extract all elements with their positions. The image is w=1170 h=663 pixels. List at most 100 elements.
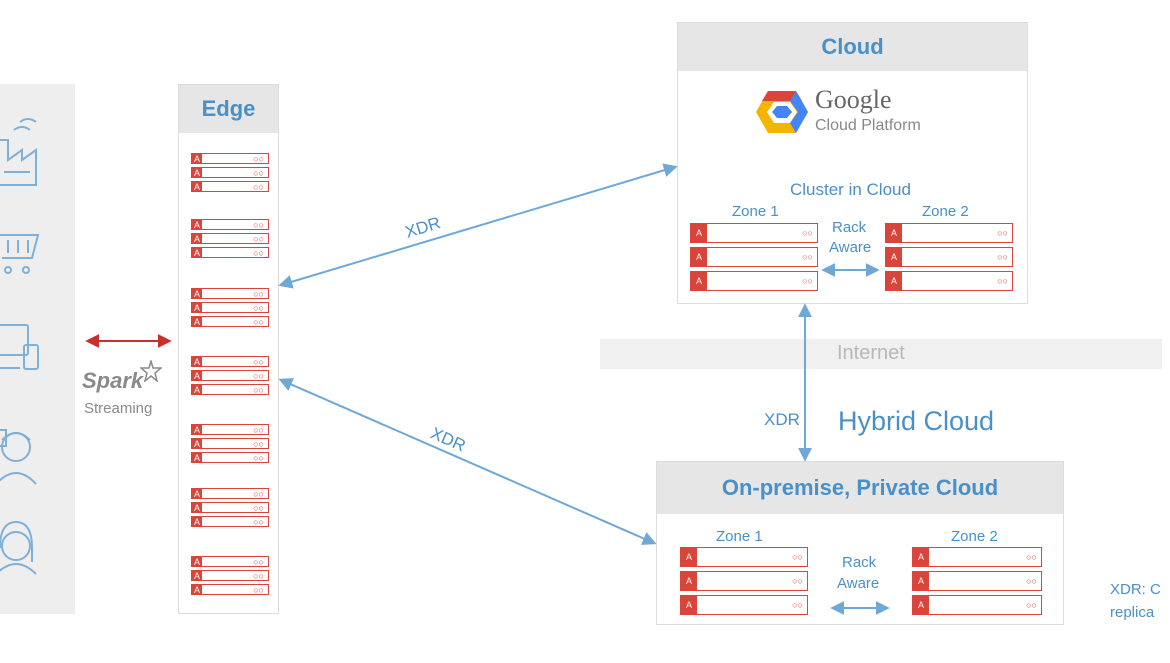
- server-unit-icon: A○○: [191, 488, 269, 499]
- server-led-icon: ○○: [253, 302, 264, 313]
- server-led-icon: ○○: [253, 181, 264, 192]
- server-tag-icon: A: [192, 181, 202, 192]
- server-tag-icon: A: [192, 356, 202, 367]
- server-tag-icon: A: [192, 370, 202, 381]
- server-tag-icon: A: [192, 570, 202, 581]
- server-unit-icon: A ○○: [191, 219, 269, 230]
- internet-band: [600, 339, 1162, 369]
- server-led-icon: ○○: [253, 556, 264, 567]
- server-tag-icon: A: [691, 224, 707, 242]
- server-led-icon: ○○: [253, 316, 264, 327]
- footnote-line-1: XDR: C: [1110, 581, 1161, 598]
- server-tag-icon: A: [192, 556, 202, 567]
- server-tag-icon: A: [192, 247, 202, 258]
- cluster-in-cloud-label: Cluster in Cloud: [790, 180, 911, 199]
- server-tag-icon: A: [681, 596, 697, 614]
- server-led-icon: ○○: [997, 252, 1008, 262]
- server-tag-icon: A: [192, 384, 202, 395]
- server-unit-icon: A ○○: [191, 233, 269, 244]
- cloud-panel: Cloud Google Cloud Platform Cluster in C…: [677, 22, 1028, 304]
- server-tag-icon: A: [681, 572, 697, 590]
- server-led-icon: ○○: [802, 276, 813, 286]
- cloud-aware-label: Aware: [829, 239, 872, 256]
- server-led-icon: ○○: [792, 552, 803, 562]
- server-tag-icon: A: [192, 302, 202, 313]
- server-led-icon: ○○: [1026, 576, 1037, 586]
- server-unit-icon: A ○○: [885, 223, 1013, 243]
- server-tag-icon: A: [192, 233, 202, 244]
- onprem-aware-label: Aware: [837, 575, 880, 592]
- cloud-rack-label: Rack: [832, 219, 867, 236]
- server-unit-icon: A○○: [191, 452, 269, 463]
- server-tag-icon: A: [192, 153, 202, 164]
- spark-logo: Spark: [82, 368, 144, 393]
- server-led-icon: ○○: [253, 502, 264, 513]
- server-led-icon: ○○: [997, 276, 1008, 286]
- server-led-icon: ○○: [253, 516, 264, 527]
- cloud-zone-2-label: Zone 2: [922, 203, 969, 220]
- server-unit-icon: A ○○: [885, 247, 1013, 267]
- server-led-icon: ○○: [253, 356, 264, 367]
- hybrid-cloud-label: Hybrid Cloud: [838, 406, 995, 436]
- server-led-icon: ○○: [253, 438, 264, 449]
- server-tag-icon: A: [886, 224, 902, 242]
- server-tag-icon: A: [691, 272, 707, 290]
- server-led-icon: ○○: [253, 167, 264, 178]
- server-unit-icon: A ○○: [191, 302, 269, 313]
- server-unit-icon: A○○: [191, 384, 269, 395]
- server-tag-icon: A: [192, 316, 202, 327]
- server-unit-icon: A ○○: [690, 271, 818, 291]
- google-cloud-logo-icon: [756, 91, 808, 133]
- server-unit-icon: A○○: [191, 153, 269, 164]
- server-tag-icon: A: [886, 272, 902, 290]
- server-led-icon: ○○: [997, 228, 1008, 238]
- server-led-icon: ○○: [253, 570, 264, 581]
- server-unit-icon: A○○: [912, 595, 1042, 615]
- server-tag-icon: A: [192, 219, 202, 230]
- server-led-icon: ○○: [802, 228, 813, 238]
- server-unit-icon: A○○: [191, 424, 269, 435]
- server-unit-icon: A ○○: [191, 570, 269, 581]
- server-tag-icon: A: [192, 516, 202, 527]
- server-led-icon: ○○: [253, 219, 264, 230]
- server-led-icon: ○○: [792, 576, 803, 586]
- server-led-icon: ○○: [1026, 600, 1037, 610]
- server-led-icon: ○○: [253, 288, 264, 299]
- xdr-edge-cloud-arrow: [278, 163, 678, 289]
- server-unit-icon: A ○○: [690, 247, 818, 267]
- server-unit-icon: A ○○: [191, 502, 269, 513]
- server-unit-icon: A ○○: [191, 516, 269, 527]
- server-unit-icon: A ○○: [680, 547, 808, 567]
- onprem-panel: On-premise, Private Cloud Zone 1 Zone 2 …: [656, 461, 1064, 625]
- spark-streaming-label: Streaming: [84, 400, 153, 417]
- onprem-title: On-premise, Private Cloud: [657, 462, 1063, 514]
- server-tag-icon: A: [192, 488, 202, 499]
- server-tag-icon: A: [691, 248, 707, 266]
- google-brand-sub: Cloud Platform: [815, 117, 921, 134]
- server-led-icon: ○○: [253, 370, 264, 381]
- server-led-icon: ○○: [253, 452, 264, 463]
- server-tag-icon: A: [192, 167, 202, 178]
- server-unit-icon: A ○○: [680, 571, 808, 591]
- server-led-icon: ○○: [253, 584, 264, 595]
- server-led-icon: ○○: [253, 247, 264, 258]
- server-tag-icon: A: [886, 248, 902, 266]
- server-unit-icon: A○○: [680, 595, 808, 615]
- google-brand-name: Google: [815, 85, 892, 114]
- server-led-icon: ○○: [1026, 552, 1037, 562]
- server-unit-icon: A○○: [912, 547, 1042, 567]
- server-led-icon: ○○: [253, 233, 264, 244]
- server-unit-icon: A ○○: [191, 370, 269, 381]
- data-sources-strip: [0, 84, 75, 614]
- server-tag-icon: A: [192, 288, 202, 299]
- server-tag-icon: A: [681, 548, 697, 566]
- server-tag-icon: A: [192, 438, 202, 449]
- server-tag-icon: A: [192, 424, 202, 435]
- server-unit-icon: A ○○: [191, 288, 269, 299]
- server-tag-icon: A: [192, 584, 202, 595]
- server-tag-icon: A: [913, 572, 929, 590]
- server-unit-icon: A ○○: [191, 556, 269, 567]
- server-led-icon: ○○: [802, 252, 813, 262]
- server-tag-icon: A: [192, 502, 202, 513]
- server-unit-icon: A ○○: [191, 356, 269, 367]
